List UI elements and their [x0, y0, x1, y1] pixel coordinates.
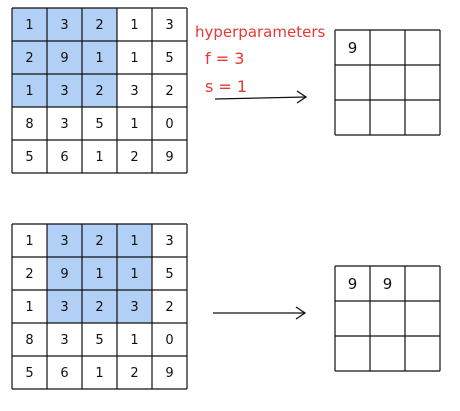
output-cell: 9 [383, 275, 393, 293]
input-grid-lines [11, 7, 188, 174]
input-cell: 1 [95, 267, 103, 282]
input-cell: 2 [95, 300, 103, 315]
window-fill [12, 8, 117, 107]
input-cell: 2 [165, 300, 173, 315]
input-cell: 5 [95, 117, 103, 132]
input-cell: 1 [130, 234, 138, 249]
input-cell: 2 [165, 84, 173, 99]
input-cell: 3 [60, 84, 68, 99]
input-cell: 1 [95, 51, 103, 66]
input-cell: 2 [95, 234, 103, 249]
input-cell: 5 [25, 366, 33, 381]
input-cell: 5 [165, 51, 173, 66]
input-cell: 3 [165, 234, 173, 249]
output-grid-lines [334, 265, 441, 372]
input-cell: 3 [130, 84, 138, 99]
input-cell: 9 [165, 366, 173, 381]
input-cell: 3 [165, 18, 173, 33]
pooling-window-highlight [12, 8, 117, 107]
input-cell: 2 [130, 366, 138, 381]
input-cell: 9 [60, 51, 68, 66]
input-cell: 3 [60, 300, 68, 315]
input-grid-lines [11, 223, 188, 390]
input-cell: 1 [130, 51, 138, 66]
input-grid-step-1: 1 3 2 1 3 2 9 1 1 5 1 3 2 3 2 8 3 5 1 0 5 6 1 2 9 [11, 7, 188, 174]
pooling-window-highlight [47, 224, 152, 323]
input-cell: 2 [25, 51, 33, 66]
input-cell: 2 [95, 84, 103, 99]
input-cell: 1 [130, 117, 138, 132]
input-cell: 1 [95, 366, 103, 381]
hyperparameters-annotation: hyperparameters f = 3 s = 1 [195, 23, 325, 96]
stride-label: s = 1 [205, 77, 247, 96]
input-cell: 5 [165, 267, 173, 282]
input-cell: 1 [95, 150, 103, 165]
input-cell: 1 [25, 234, 33, 249]
input-cell: 8 [25, 117, 33, 132]
input-cell: 1 [130, 18, 138, 33]
arrow-step-1 [214, 90, 308, 104]
input-grid-cells: 1 3 2 1 3 2 9 1 1 5 1 3 2 3 2 8 3 5 1 0 5 6 1 2 9 [25, 18, 173, 165]
input-cell: 1 [25, 18, 33, 33]
input-cell: 3 [130, 300, 138, 315]
input-cell: 1 [130, 333, 138, 348]
input-cell: 3 [60, 234, 68, 249]
input-cell: 2 [95, 18, 103, 33]
filter-size-label: f = 3 [205, 49, 244, 68]
input-cell: 1 [25, 84, 33, 99]
input-cell: 5 [95, 333, 103, 348]
output-grid-lines [334, 29, 441, 136]
input-cell: 2 [130, 150, 138, 165]
arrow-step-2 [213, 306, 307, 320]
input-cell: 6 [60, 150, 68, 165]
input-grid-cells: 1 3 2 1 3 2 9 1 1 5 1 3 2 3 2 8 3 5 1 0 5 6 1 2 9 [25, 234, 173, 381]
input-cell: 9 [165, 150, 173, 165]
output-grid-cells: 9 [348, 39, 358, 57]
input-cell: 3 [60, 333, 68, 348]
input-cell: 0 [165, 333, 173, 348]
input-cell: 5 [25, 150, 33, 165]
input-cell: 1 [130, 267, 138, 282]
input-cell: 1 [25, 300, 33, 315]
input-cell: 9 [60, 267, 68, 282]
input-cell: 2 [25, 267, 33, 282]
input-cell: 6 [60, 366, 68, 381]
input-cell: 3 [60, 117, 68, 132]
hyperparameters-title: hyperparameters [195, 23, 325, 41]
output-cell: 9 [348, 275, 358, 293]
step-1: 1 3 2 1 3 2 9 1 1 5 1 3 2 3 2 8 3 5 1 0 5 6 1 2 9 hyperparameter… [11, 7, 441, 174]
output-grid-step-1: 9 [334, 29, 441, 136]
output-cell: 9 [348, 39, 358, 57]
input-cell: 0 [165, 117, 173, 132]
input-grid-step-2: 1 3 2 1 3 2 9 1 1 5 1 3 2 3 2 8 3 5 1 0 5 6 1 2 9 [11, 223, 188, 390]
input-cell: 3 [60, 18, 68, 33]
window-fill [47, 224, 152, 323]
input-cell: 8 [25, 333, 33, 348]
